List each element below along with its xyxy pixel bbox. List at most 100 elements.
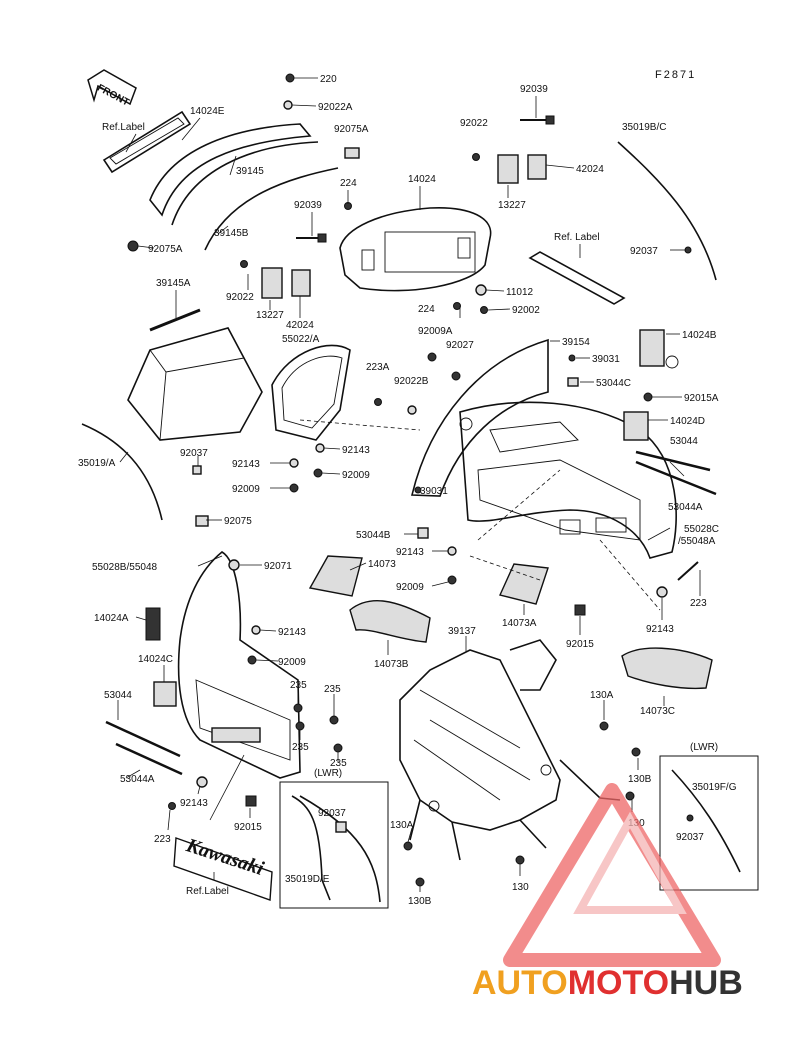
grommet-11012 [475,284,487,296]
nut-92143c [447,546,457,556]
label-92075A-top: 92075A [334,124,369,135]
label-92015-b: 92015 [234,822,262,833]
label-235-b: 235 [324,684,341,695]
nut-92015A [643,392,653,402]
watermark-logo [503,783,721,967]
label-39031-upper: 39031 [592,354,620,365]
label-235-c: 235 [292,742,309,753]
pocket-14024C [153,681,177,707]
label-235-a: 235 [290,680,307,691]
washer-92022-mid [240,260,248,268]
watermark-text: AUTOMOTOHUB [472,964,743,1002]
label-223A: 223A [366,362,390,373]
screw-39031a [568,354,576,362]
label-130A: 130A [590,690,614,701]
figure-code: F2871 [655,69,696,81]
label-39145: 39145 [236,166,264,177]
bolt-130B [631,747,641,757]
screw-39031b [414,486,422,494]
watermark-hub: HUB [669,964,743,1002]
dash-guide-3 [599,539,661,611]
bolt-130Ab [403,841,413,851]
label-55048A: /55048A [678,536,716,547]
lower-fairing-55028B [177,551,301,779]
trim-39145 [171,141,319,226]
clip-92037-b [192,465,202,475]
bolt-223b [168,802,176,810]
lwr-box-right-part-35019FG: 35019F/G [692,782,737,793]
label-92022-mid: 92022 [226,292,254,303]
label-39137: 39137 [448,626,476,637]
label-14024D: 14024D [670,416,705,427]
label-92015-a: 92015 [566,639,594,650]
label-92143-c: 92143 [396,547,424,558]
bolt-130A [599,721,609,731]
label-92027: 92027 [446,340,474,351]
label-130A-b: 130A [390,820,414,831]
label-92002: 92002 [512,305,540,316]
bolt-223A [374,398,382,406]
dash-guide-4 [299,419,421,431]
washer-92022-top [472,153,480,161]
label-224-mid: 224 [418,304,435,315]
label-92039-mid: 92039 [294,200,322,211]
label-55028C: 55028C [684,524,719,535]
label-14024C: 14024C [138,654,173,665]
nut-92009b [289,483,299,493]
label-ref-label-1: Ref.Label [102,122,145,133]
label-39031-lower: 39031 [420,486,448,497]
panel-55022A [271,344,351,441]
bolt-130b [515,855,525,865]
label-92015A: 92015A [684,393,719,404]
nut-92015a [574,604,586,616]
watermark-moto: MOTO [568,964,669,1002]
trim-14024E [149,123,312,217]
label-14024: 14024 [408,174,436,185]
clip-53044C [567,377,579,387]
upper-fairing-39154 [410,338,679,559]
clip-53044B [417,527,429,539]
ref-label-plate-right [528,251,626,305]
label-92071: 92071 [264,561,292,572]
label-92075: 92075 [224,516,252,527]
label-53044A-lower: 53044A [120,774,155,785]
bolt-223 [656,561,699,598]
label-55028B: 55028B/55048 [92,562,158,573]
lwr-box-left [279,781,389,909]
clip-13227-mid [261,267,283,299]
label-14024A: 14024A [94,613,129,624]
label-39145A: 39145A [156,278,191,289]
label-14024B: 14024B [682,330,717,341]
nut-235b [329,715,339,725]
strip-53044-lower [105,720,181,758]
label-92009-a: 92009 [342,470,370,481]
pocket-14024A [145,607,161,641]
label-13227-top: 13227 [498,200,526,211]
nut-92009d [247,655,257,665]
label-42024-mid: 42024 [286,320,314,331]
label-92009-c: 92009 [396,582,424,593]
lwr-box-left-title: (LWR) [314,768,342,779]
label-14073B: 14073B [374,659,409,670]
strip-53044A [635,460,717,496]
duct-14073 [308,555,363,597]
label-14073A: 14073A [502,618,537,629]
nut-92143b [289,458,299,468]
lwr-box-right-title: (LWR) [690,742,718,753]
nut-235a [293,703,303,713]
dash-guide-2 [469,555,541,581]
label-220: 220 [320,74,337,85]
nut-92071 [228,559,240,571]
label-130-b: 130 [512,882,529,893]
nut-92015b [245,795,257,807]
trim-39145B [204,167,339,251]
pocket-14024B [639,329,665,367]
label-223: 223 [690,598,707,609]
label-53044C: 53044C [596,378,631,389]
nut-92143d [251,625,261,635]
label-92143-f: 92143 [180,798,208,809]
part-labels: 220 92022A 14024E Ref.Label 92075A 39145… [78,74,719,907]
label-92009-b: 92009 [232,484,260,495]
strip-53044A-lower [115,742,183,776]
nut-92143a [315,443,325,453]
